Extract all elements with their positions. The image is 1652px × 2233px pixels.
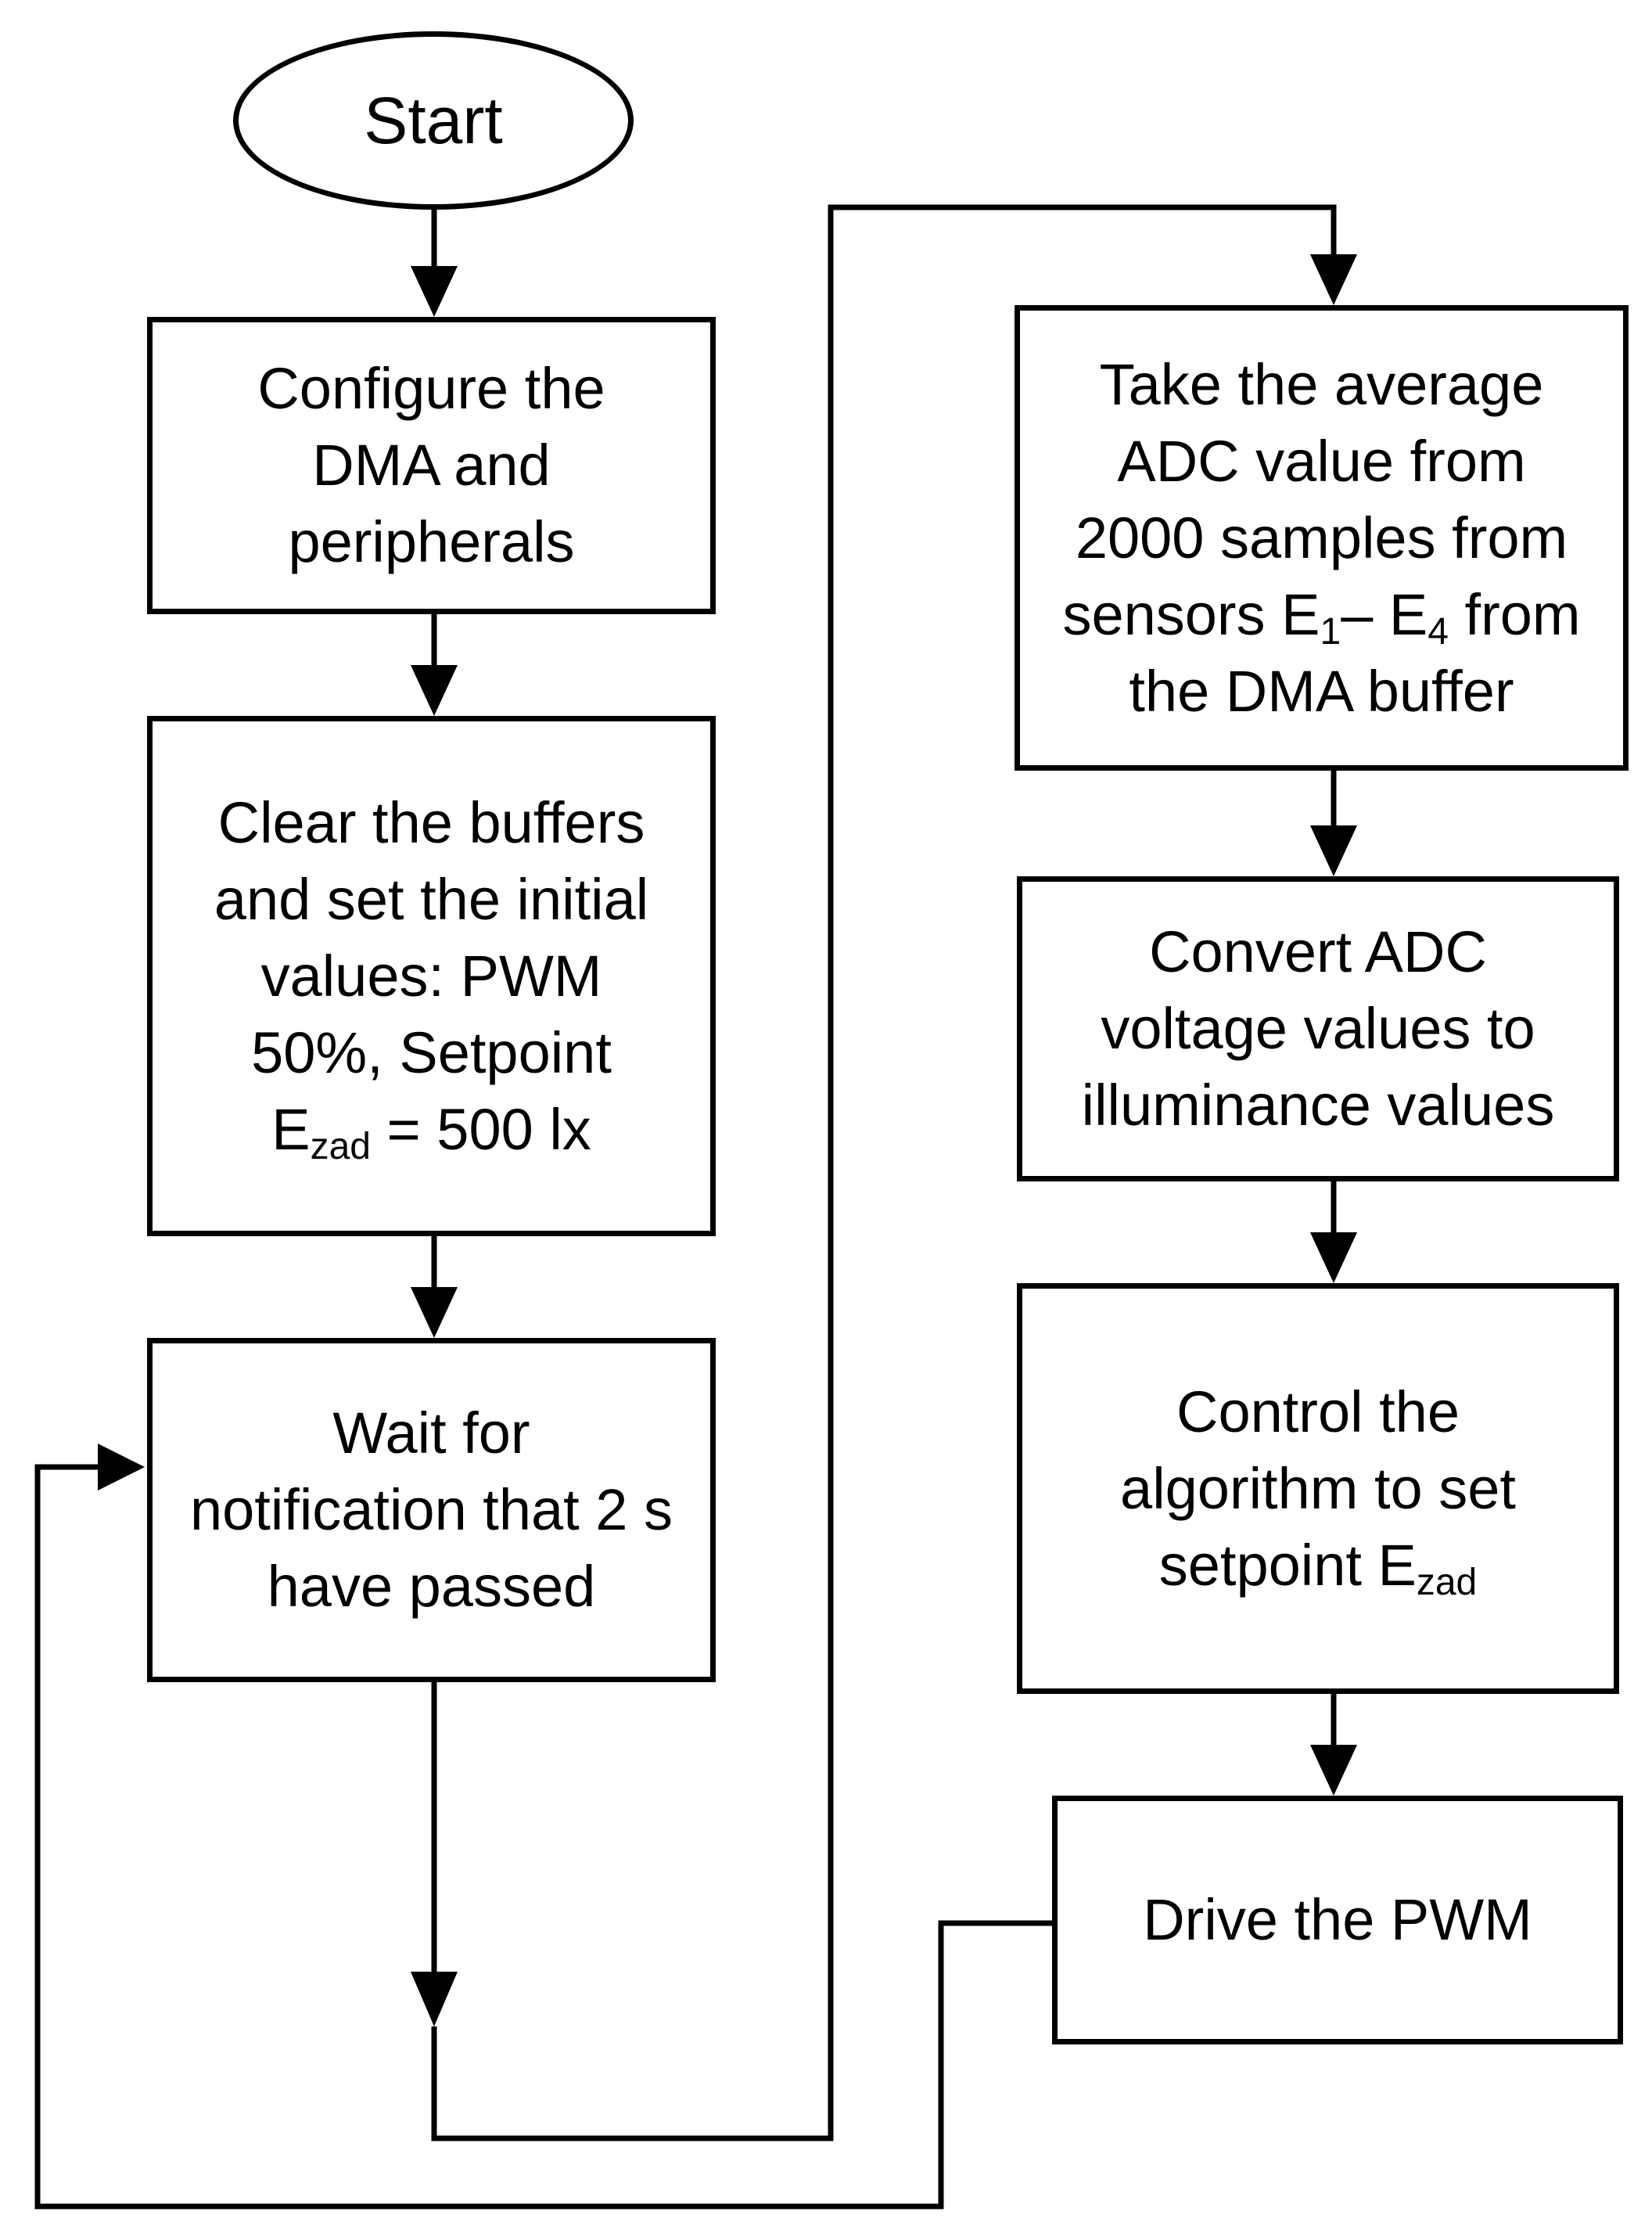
start-label: Start (364, 84, 503, 157)
average-line-4-subscript-1: 1 (1320, 610, 1341, 653)
convert-step: Convert ADC voltage values to illuminanc… (1017, 876, 1619, 1181)
wait-step: Wait for notification that 2 s have pass… (147, 1338, 716, 1682)
wait-line-2: notification that 2 s (189, 1477, 673, 1542)
clear-line-1: Clear the buffers (217, 789, 645, 855)
convert-line-1: Convert ADC (1149, 919, 1487, 984)
average-line-4: sensors E1– E4 from (1062, 577, 1580, 653)
configure-line-3: peripherals (288, 509, 575, 574)
clear-line-2: and set the initial (214, 866, 649, 932)
control-line-1: Control the (1176, 1379, 1460, 1444)
control-line-3-subscript: zad (1416, 1561, 1478, 1603)
drive-pwm-step: Drive the PWM (1052, 1796, 1623, 2044)
configure-step: Configure the DMA and peripherals (147, 317, 716, 614)
wait-line-3: have passed (267, 1554, 596, 1619)
arrowhead-average-to-convert (1310, 825, 1357, 876)
arrowhead-wait-to-bottom-route (411, 1972, 458, 2026)
arrowhead-to-average (1310, 254, 1357, 305)
arrowhead-start-to-configure (411, 266, 458, 317)
average-line-1: Take the average (1099, 351, 1544, 417)
average-adc-step: Take the average ADC value from 2000 sam… (1015, 305, 1629, 771)
average-line-4-prefix: sensors E (1062, 581, 1320, 647)
clear-line-5-value: = 500 lx (370, 1096, 591, 1162)
configure-line-1: Configure the (257, 356, 605, 421)
control-line-3-prefix: setpoint E (1158, 1532, 1417, 1598)
convert-line-2: voltage values to (1101, 996, 1535, 1061)
connector-bottom-route-to-average (431, 204, 1337, 2141)
drive-pwm-label: Drive the PWM (1143, 1887, 1532, 1952)
average-line-4-suffix: from (1448, 581, 1581, 647)
convert-line-3: illuminance values (1081, 1073, 1555, 1138)
control-algorithm-step: Control the algorithm to set setpoint Ez… (1017, 1283, 1619, 1694)
control-line-3: setpoint Ezad (1120, 1527, 1516, 1604)
wait-line-1: Wait for (332, 1401, 530, 1465)
clear-line-3: values: PWM (260, 943, 602, 1009)
clear-buffers-step: Clear the buffers and set the initial va… (147, 716, 716, 1236)
arrowhead-configure-to-clear (411, 665, 458, 716)
connector-drive-loop-back-to-wait (34, 1464, 1052, 2210)
clear-line-5-symbol: E (271, 1096, 311, 1162)
average-line-3: 2000 samples from (1075, 505, 1568, 570)
clear-line-5-subscript: zad (310, 1125, 371, 1167)
average-line-2: ADC value from (1117, 428, 1526, 494)
average-line-4-subscript-2: 4 (1428, 610, 1449, 653)
start-terminal: Start (233, 31, 634, 210)
configure-line-2: DMA and (312, 433, 551, 498)
average-line-4-middle: – E (1341, 581, 1428, 647)
arrowhead-loop-into-wait (98, 1444, 145, 1490)
clear-line-4: 50%, Setpoint (251, 1019, 612, 1085)
clear-line-5: Ezad = 500 lx (214, 1091, 648, 1168)
arrowhead-control-to-drive (1310, 1745, 1357, 1796)
control-line-2: algorithm to set (1120, 1455, 1516, 1521)
arrowhead-clear-to-wait (411, 1287, 458, 1338)
arrowhead-convert-to-control (1310, 1232, 1357, 1283)
average-line-5: the DMA buffer (1129, 658, 1514, 724)
